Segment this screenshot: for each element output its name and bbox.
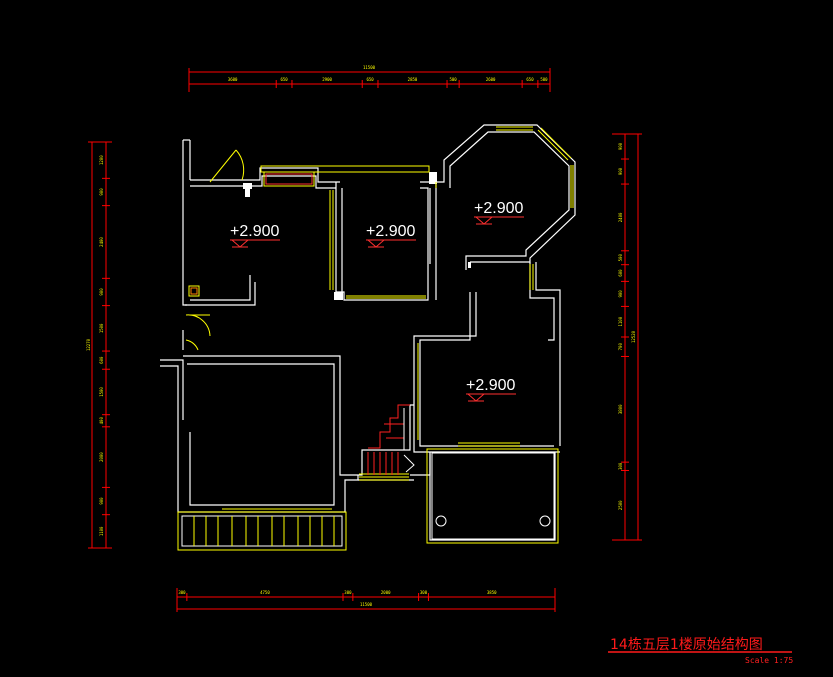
balcony-railing — [177, 508, 347, 551]
left-dimension-segment-label: 1500 — [99, 323, 104, 333]
top-dimension-segment-label: 500 — [540, 77, 548, 82]
right-dimension-segment-label: 900 — [618, 142, 623, 150]
elevation-label: +2.900 — [466, 377, 515, 394]
bottom-dimension-segment-label: 4750 — [260, 590, 270, 595]
top-dimension-segment-label: 500 — [449, 77, 457, 82]
right-total-dimension: 12520 — [631, 330, 636, 343]
left-dimension-segment-label: 1100 — [99, 526, 104, 536]
windows — [188, 126, 574, 544]
elevation-marker-4: +2.900 — [466, 377, 516, 402]
left-dimension — [88, 141, 112, 549]
top-dimension-segment-label: 2900 — [322, 77, 332, 82]
right-dimension-segment-label: 500 — [618, 254, 623, 262]
right-segment-labels: 900 900 2400 500 600 900 1100 700 3800 300 2500 — [618, 142, 623, 510]
bottom-segment-labels: 300 4750 300 2000 300 3850 — [178, 590, 497, 595]
right-dimension-segment-label: 3800 — [618, 404, 623, 414]
top-total-dimension: 11500 — [363, 65, 376, 70]
elevation-label: +2.900 — [474, 200, 523, 217]
elevation-marker-1: +2.900 — [230, 223, 280, 248]
left-dimension-segment-label: 900 — [99, 188, 104, 196]
top-dimension — [188, 68, 551, 92]
left-dimension-segment-label: 1200 — [99, 155, 104, 165]
left-dimension-segment-label: 2000 — [99, 452, 104, 462]
top-dimension-segment-label: 2850 — [408, 77, 418, 82]
elevation-label: +2.900 — [366, 223, 415, 240]
bottom-dimension-segment-label: 300 — [420, 590, 428, 595]
left-dimension-segment-label: 2400 — [99, 237, 104, 247]
left-dimension-segment-label: 600 — [99, 356, 104, 364]
top-dimension-segment-label: 2600 — [486, 77, 496, 82]
left-segment-labels: 1200 900 2400 900 1500 600 1500 400 2000 900 1100 — [99, 155, 104, 536]
left-dimension-segment-label: 900 — [99, 288, 104, 296]
right-dimension-segment-label: 700 — [618, 343, 623, 351]
right-dimension-segment-label: 1100 — [618, 316, 623, 326]
left-dimension-segment-label: 400 — [99, 417, 104, 425]
stairs — [367, 404, 415, 475]
right-dimension-segment-label: 300 — [618, 462, 623, 470]
right-dimension — [612, 133, 642, 541]
top-dimension-segment-label: 650 — [366, 77, 374, 82]
right-dimension-segment-label: 900 — [618, 167, 623, 175]
drain-icon-left — [435, 515, 447, 527]
drain-icon-right — [539, 515, 551, 527]
door-swings — [185, 149, 245, 351]
exterior-walls — [160, 124, 576, 541]
elevation-marker-3: +2.900 — [474, 200, 524, 225]
right-dimension-segment-label: 2500 — [618, 500, 623, 510]
bottom-dimension-segment-label: 2000 — [381, 590, 391, 595]
right-dimension-segment-label: 900 — [618, 290, 623, 298]
top-dimension-segment-label: 3600 — [228, 77, 238, 82]
bottom-dimension — [176, 588, 556, 612]
bottom-dimension-segment-label: 300 — [178, 590, 186, 595]
scale-label: Scale 1:75 — [745, 656, 793, 665]
right-dimension-segment-label: 2400 — [618, 212, 623, 222]
elevation-marker-2: +2.900 — [366, 223, 416, 248]
left-dimension-segment-label: 900 — [99, 497, 104, 505]
bottom-dimension-segment-label: 300 — [344, 590, 352, 595]
right-dimension-segment-label: 600 — [618, 269, 623, 277]
top-segment-labels: 3600 650 2900 650 2850 500 2600 650 500 — [228, 77, 548, 82]
bottom-dimension-segment-label: 3850 — [487, 590, 497, 595]
drawing-title: 14栋五层1楼原始结构图 — [610, 636, 763, 653]
structural-columns — [243, 172, 471, 300]
left-total-dimension: 12270 — [86, 338, 91, 351]
top-dimension-segment-label: 650 — [526, 77, 534, 82]
bottom-total-dimension: 11500 — [360, 602, 373, 607]
left-dimension-segment-label: 1500 — [99, 387, 104, 397]
elevation-label: +2.900 — [230, 223, 279, 240]
top-dimension-segment-label: 650 — [280, 77, 288, 82]
